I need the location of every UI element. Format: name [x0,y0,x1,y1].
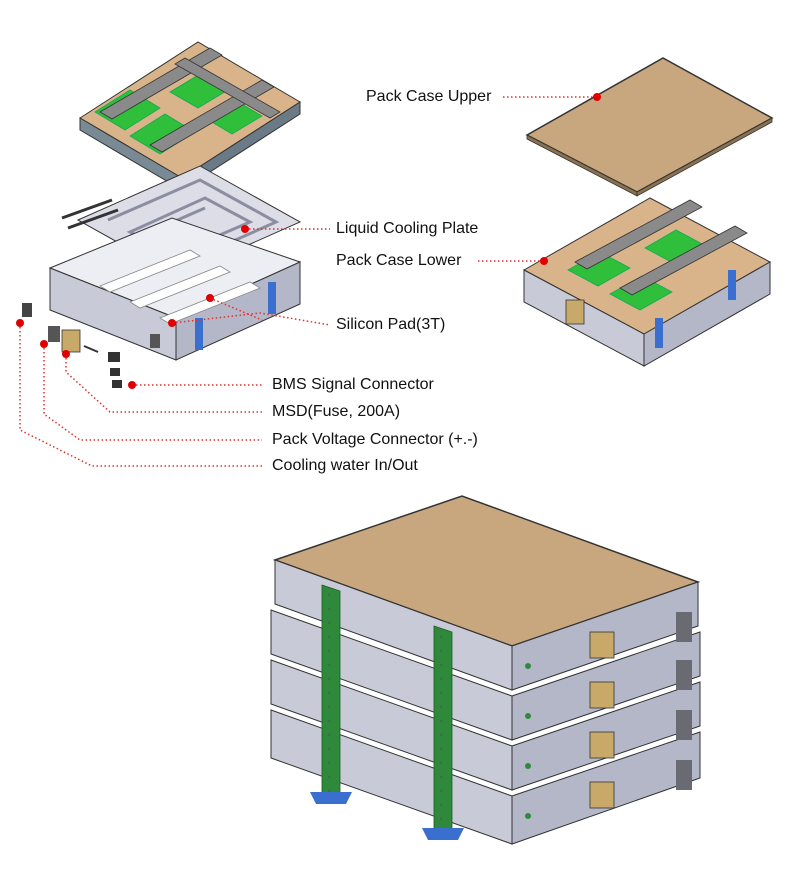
label-pack-case-lower: Pack Case Lower [336,252,462,269]
label-msd: MSD(Fuse, 200A) [272,403,401,420]
label-silicon-pad: Silicon Pad(3T) [336,316,446,333]
stacked-battery-packs [270,495,701,845]
label-cooling-water: Cooling water In/Out [272,457,418,474]
callout-dots [16,93,601,389]
leader-lines [19,96,597,467]
battery-module-assembly [79,41,301,191]
pack-case-lower-assembled [522,197,772,367]
pack-case-lower-drawing [48,217,302,361]
label-bms-signal-connector: BMS Signal Connector [272,376,434,393]
pack-case-upper-drawing [525,57,774,197]
label-pack-voltage-connector: Pack Voltage Connector (+.-) [272,431,478,448]
connector-parts [22,303,122,388]
label-liquid-cooling-plate: Liquid Cooling Plate [336,220,479,237]
label-pack-case-upper: Pack Case Upper [366,88,492,105]
